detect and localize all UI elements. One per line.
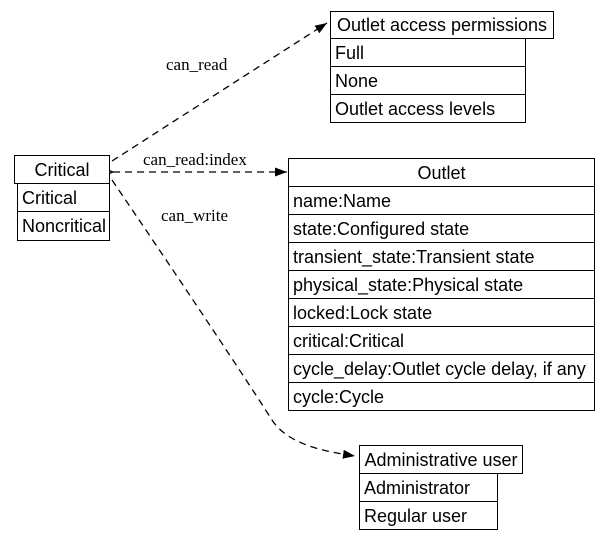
node-administrative-user-row: Regular user — [359, 501, 498, 530]
edge-label-can-read-index: can_read:index — [143, 150, 247, 169]
node-outlet-row: transient_state:Transient state — [288, 242, 595, 271]
node-outlet-row: physical_state:Physical state — [288, 270, 595, 299]
node-outlet-title: Outlet — [288, 158, 595, 187]
node-outlet-access-permissions-row: Outlet access levels — [330, 94, 526, 123]
node-outlet-access-permissions-title: Outlet access permissions — [330, 11, 554, 39]
edge-can-read — [111, 22, 328, 162]
node-administrative-user-title: Administrative user — [359, 445, 523, 474]
edge-label-can-write: can_write — [161, 206, 229, 225]
node-critical-title: Critical — [14, 155, 110, 184]
edge-can-write — [111, 179, 356, 459]
node-critical-row: Noncritical — [17, 211, 110, 241]
node-outlet-row: state:Configured state — [288, 214, 595, 243]
node-outlet-row: critical:Critical — [288, 326, 595, 355]
node-outlet-row: cycle:Cycle — [288, 382, 595, 411]
node-critical-row: Critical — [17, 183, 110, 212]
edge-label-can-read: can_read — [166, 55, 228, 74]
node-outlet-row: locked:Lock state — [288, 298, 595, 327]
node-outlet-row: cycle_delay:Outlet cycle delay, if any — [288, 354, 595, 383]
node-administrative-user-row: Administrator — [359, 473, 498, 502]
node-outlet-access-permissions-row: None — [330, 66, 526, 95]
node-outlet-row: name:Name — [288, 186, 595, 215]
node-outlet-access-permissions-row: Full — [330, 38, 526, 67]
